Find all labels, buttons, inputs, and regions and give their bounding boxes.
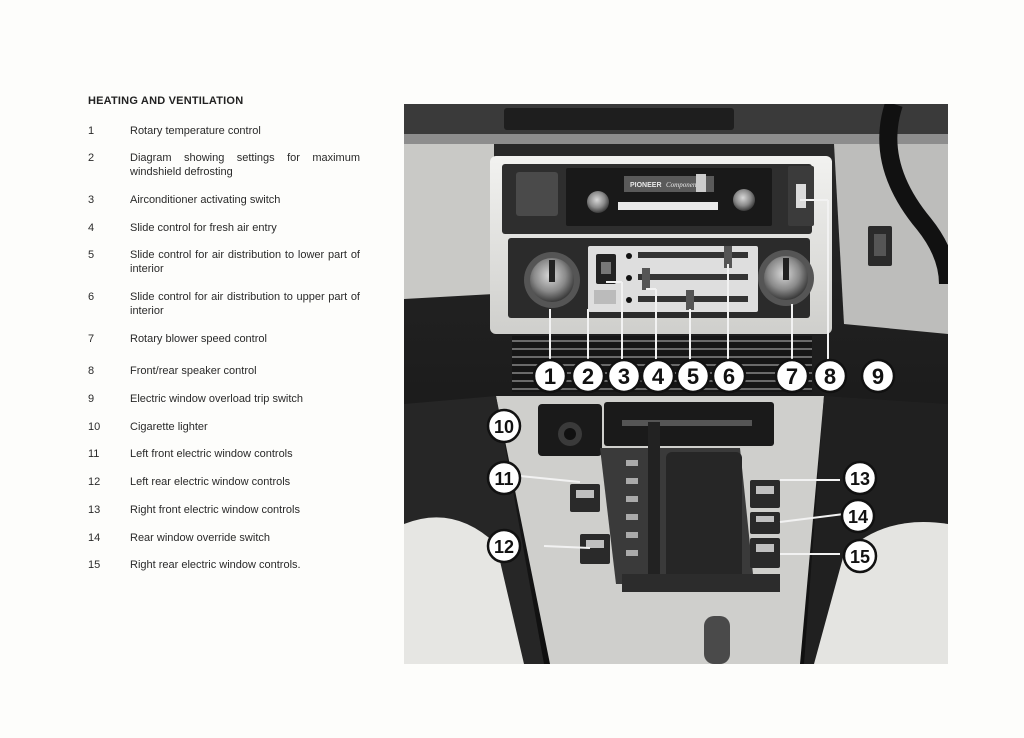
callout-4: 4: [640, 358, 676, 394]
legend-number: 9: [88, 393, 95, 405]
overload-trip-switch: [874, 234, 886, 256]
legend-number: 13: [88, 504, 101, 516]
legend-number: 12: [88, 476, 101, 488]
radio-brand-label: PIONEER: [630, 182, 662, 189]
callout-12-label: 12: [494, 537, 514, 557]
legend-number: 7: [88, 333, 95, 345]
legend-number: 10: [88, 421, 101, 433]
callout-14-label: 14: [848, 507, 868, 527]
radio-preset-buttons: [618, 202, 718, 210]
callout-7: 7: [774, 358, 810, 394]
legend-number: 2: [88, 152, 95, 164]
right-rear-window-switch: [750, 538, 780, 568]
callout-7-label: 7: [786, 364, 798, 389]
legend-text: Slide control for air distribution to up…: [130, 291, 360, 317]
callout-2-label: 2: [582, 364, 594, 389]
callout-3-label: 3: [618, 364, 630, 389]
legend-number: 8: [88, 365, 95, 377]
radio-volume-knob: [587, 191, 609, 213]
dashboard-photo: PIONEER Component: [404, 104, 948, 664]
legend-text: Cigarette lighter: [130, 421, 208, 433]
legend-text: Left rear electric window controls: [130, 476, 291, 488]
legend-text: Left front electric window controls: [130, 448, 293, 460]
radio-model-label: Component: [666, 181, 699, 189]
callout-9: 9: [860, 358, 896, 394]
callout-6-label: 6: [723, 364, 735, 389]
callout-11: 11: [486, 460, 522, 496]
callout-9-label: 9: [872, 364, 884, 389]
legend-text: Electric window overload trip switch: [130, 393, 304, 405]
callout-5: 5: [675, 358, 711, 394]
legend-number: 3: [88, 194, 95, 206]
callout-13-label: 13: [850, 469, 870, 489]
legend-text: Slide control for air distribution to lo…: [130, 249, 360, 275]
callout-6: 6: [711, 358, 747, 394]
page-title: HEATING AND VENTILATION: [88, 95, 244, 107]
callout-13: 13: [842, 460, 878, 496]
legend-text: Rotary temperature control: [130, 125, 261, 137]
callout-4-label: 4: [652, 364, 665, 389]
legend-number: 1: [88, 125, 95, 137]
callout-8-label: 8: [824, 364, 836, 389]
callout-10-label: 10: [494, 417, 514, 437]
callout-leader-lines: [519, 199, 845, 555]
callout-3: 3: [606, 358, 642, 394]
left-rear-window-switch: [580, 534, 610, 564]
legend-number: 15: [88, 559, 101, 571]
legend-number: 6: [88, 291, 95, 303]
speaker-fader-switch: [796, 184, 806, 208]
callout-15-label: 15: [850, 547, 870, 567]
callout-8: 8: [812, 358, 848, 394]
upper-air-slider: [724, 246, 732, 268]
callout-11-label: 11: [494, 469, 513, 489]
callout-15: 15: [842, 538, 878, 574]
callout-12: 12: [486, 528, 522, 564]
callout-markers: 1 2 3 4 5 6 7: [486, 358, 896, 574]
legend-text: Airconditioner activating switch: [130, 194, 281, 206]
legend-number: 14: [88, 532, 101, 544]
lower-air-slider: [686, 290, 694, 310]
legend-text: Rotary blower speed control: [130, 333, 267, 345]
fresh-air-slider: [642, 268, 650, 290]
legend-text: Right rear electric window controls.: [130, 559, 301, 571]
legend-text: Slide control for fresh air entry: [130, 222, 277, 234]
handbrake: [704, 616, 730, 664]
legend-text: Diagram showing settings for maximum win…: [130, 152, 360, 178]
legend-number: 5: [88, 249, 95, 261]
radio-tuning-knob: [733, 189, 755, 211]
callout-5-label: 5: [687, 364, 699, 389]
rear-window-override-switch: [750, 512, 780, 534]
legend-number: 11: [88, 448, 100, 460]
legend-text: Front/rear speaker control: [130, 365, 257, 377]
callout-14: 14: [840, 498, 876, 534]
legend-text: Right front electric window controls: [130, 504, 300, 516]
legend-number: 4: [88, 222, 95, 234]
gear-selector-lever: [648, 422, 660, 582]
callout-1: 1: [532, 358, 568, 394]
legend-text: Rear window override switch: [130, 532, 270, 544]
callout-1-label: 1: [544, 364, 556, 389]
callout-2: 2: [570, 358, 606, 394]
callout-10: 10: [486, 408, 522, 444]
